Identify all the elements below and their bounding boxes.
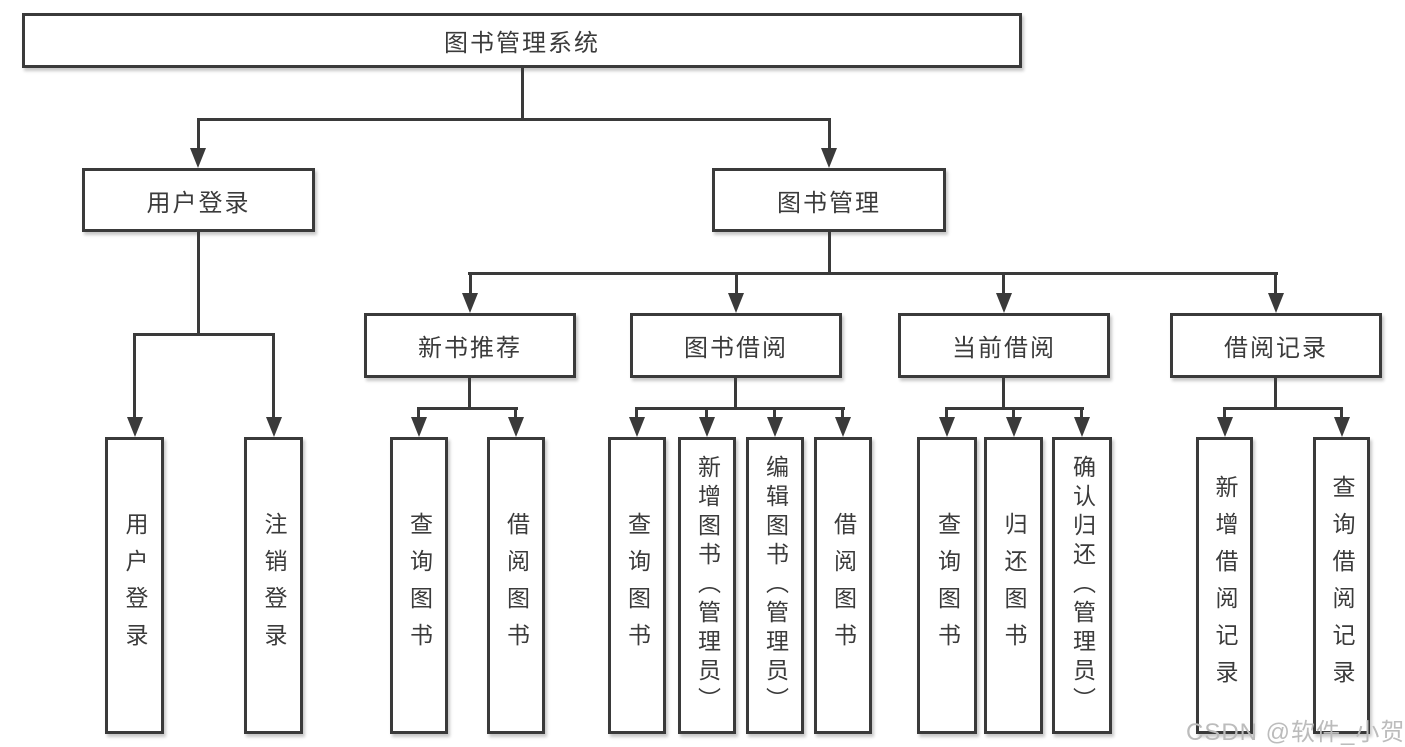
leaf-query-books-borrowing: 查询图书 — [608, 437, 666, 734]
leaf-return-books: 归还图书 — [984, 437, 1043, 734]
watermark: CSDN @软件_小贺同学 — [1186, 719, 1405, 746]
arrow-down-icon — [767, 417, 783, 437]
connector-line — [1080, 407, 1083, 419]
arrow-down-icon — [821, 148, 837, 168]
node-book-borrowing: 图书借阅 — [630, 313, 842, 378]
leaf-query-borrow-record: 查询借阅记录 — [1313, 437, 1370, 734]
node-label: 图书管理系统 — [444, 30, 600, 57]
node-borrowing-records: 借阅记录 — [1170, 313, 1382, 378]
connector-line — [841, 407, 844, 419]
connector-line — [705, 407, 708, 419]
arrow-down-icon — [629, 417, 645, 437]
arrow-down-icon — [699, 417, 715, 437]
connector-line — [635, 407, 638, 419]
leaf-user-login: 用户登录 — [105, 437, 164, 734]
node-label: 当前借阅 — [952, 335, 1056, 362]
arrow-down-icon — [835, 417, 851, 437]
connector-line — [469, 272, 472, 297]
connector-line — [417, 407, 420, 419]
connector-line — [514, 407, 517, 419]
leaf-label: 查询图书 — [624, 511, 651, 660]
leaf-label: 查询图书 — [934, 511, 961, 660]
leaf-add-borrow-record: 新增借阅记录 — [1196, 437, 1253, 734]
connector-line — [1274, 272, 1277, 297]
node-label: 借阅记录 — [1224, 335, 1328, 362]
connector-line — [828, 118, 831, 150]
arrow-down-icon — [1006, 417, 1022, 437]
connector-line — [272, 333, 275, 419]
arrow-down-icon — [1217, 417, 1233, 437]
leaf-borrow-books-recommend: 借阅图书 — [487, 437, 545, 734]
leaf-label: 新增借阅记录 — [1212, 474, 1238, 697]
leaf-edit-books-admin: 编辑图书（管理员） — [746, 437, 804, 734]
node-label: 用户登录 — [146, 189, 251, 217]
node-label: 图书管理 — [777, 189, 881, 217]
connector-line — [828, 232, 831, 275]
connector-line — [197, 232, 200, 335]
arrow-down-icon — [1334, 417, 1350, 437]
node-current-borrowing: 当前借阅 — [898, 313, 1110, 378]
arrow-down-icon — [127, 417, 143, 437]
connector-line — [468, 272, 1278, 275]
arrow-down-icon — [411, 417, 427, 437]
node-user-login: 用户登录 — [82, 168, 315, 232]
leaf-label: 确认归还（管理员） — [1069, 455, 1096, 716]
leaf-query-books-current: 查询图书 — [917, 437, 977, 734]
connector-line — [735, 272, 738, 297]
connector-line — [133, 333, 275, 336]
leaf-label: 查询图书 — [406, 511, 433, 660]
connector-line — [133, 333, 136, 419]
connector-line — [1002, 378, 1005, 409]
arrow-down-icon — [996, 293, 1012, 313]
node-label: 新书推荐 — [418, 335, 522, 362]
leaf-label: 借阅图书 — [503, 511, 530, 660]
arrow-down-icon — [939, 417, 955, 437]
connector-line — [1223, 407, 1226, 419]
node-book-management: 图书管理 — [712, 168, 946, 232]
leaf-add-books-admin: 新增图书（管理员） — [678, 437, 736, 734]
connector-line — [1223, 407, 1343, 410]
leaf-label: 用户登录 — [122, 511, 148, 660]
connector-line — [197, 118, 831, 121]
leaf-label: 归还图书 — [1001, 511, 1027, 660]
arrow-down-icon — [1268, 293, 1284, 313]
connector-line — [1274, 378, 1277, 409]
arrow-down-icon — [1074, 417, 1090, 437]
leaf-label: 注销登录 — [261, 511, 287, 660]
leaf-query-books-recommend: 查询图书 — [390, 437, 448, 734]
connector-line — [521, 68, 524, 120]
leaf-logout: 注销登录 — [244, 437, 303, 734]
leaf-label: 编辑图书（管理员） — [762, 455, 789, 716]
connector-line — [1340, 407, 1343, 419]
node-new-book-recommendation: 新书推荐 — [364, 313, 576, 378]
arrow-down-icon — [462, 293, 478, 313]
arrow-down-icon — [190, 148, 206, 168]
leaf-label: 查询借阅记录 — [1329, 474, 1355, 697]
leaf-borrow-books-borrowing: 借阅图书 — [814, 437, 872, 734]
connector-line — [197, 118, 200, 150]
connector-line — [635, 407, 845, 410]
arrow-down-icon — [728, 293, 744, 313]
connector-line — [734, 378, 737, 409]
connector-line — [468, 378, 471, 409]
connector-line — [417, 407, 518, 410]
leaf-confirm-return-admin: 确认归还（管理员） — [1052, 437, 1112, 734]
arrow-down-icon — [266, 417, 282, 437]
connector-line — [1012, 407, 1015, 419]
leaf-label: 借阅图书 — [830, 511, 857, 660]
node-library-system: 图书管理系统 — [22, 13, 1022, 68]
connector-line — [773, 407, 776, 419]
arrow-down-icon — [508, 417, 524, 437]
connector-line — [1002, 272, 1005, 297]
node-label: 图书借阅 — [684, 335, 788, 362]
connector-line — [945, 407, 948, 419]
leaf-label: 新增图书（管理员） — [694, 455, 721, 716]
